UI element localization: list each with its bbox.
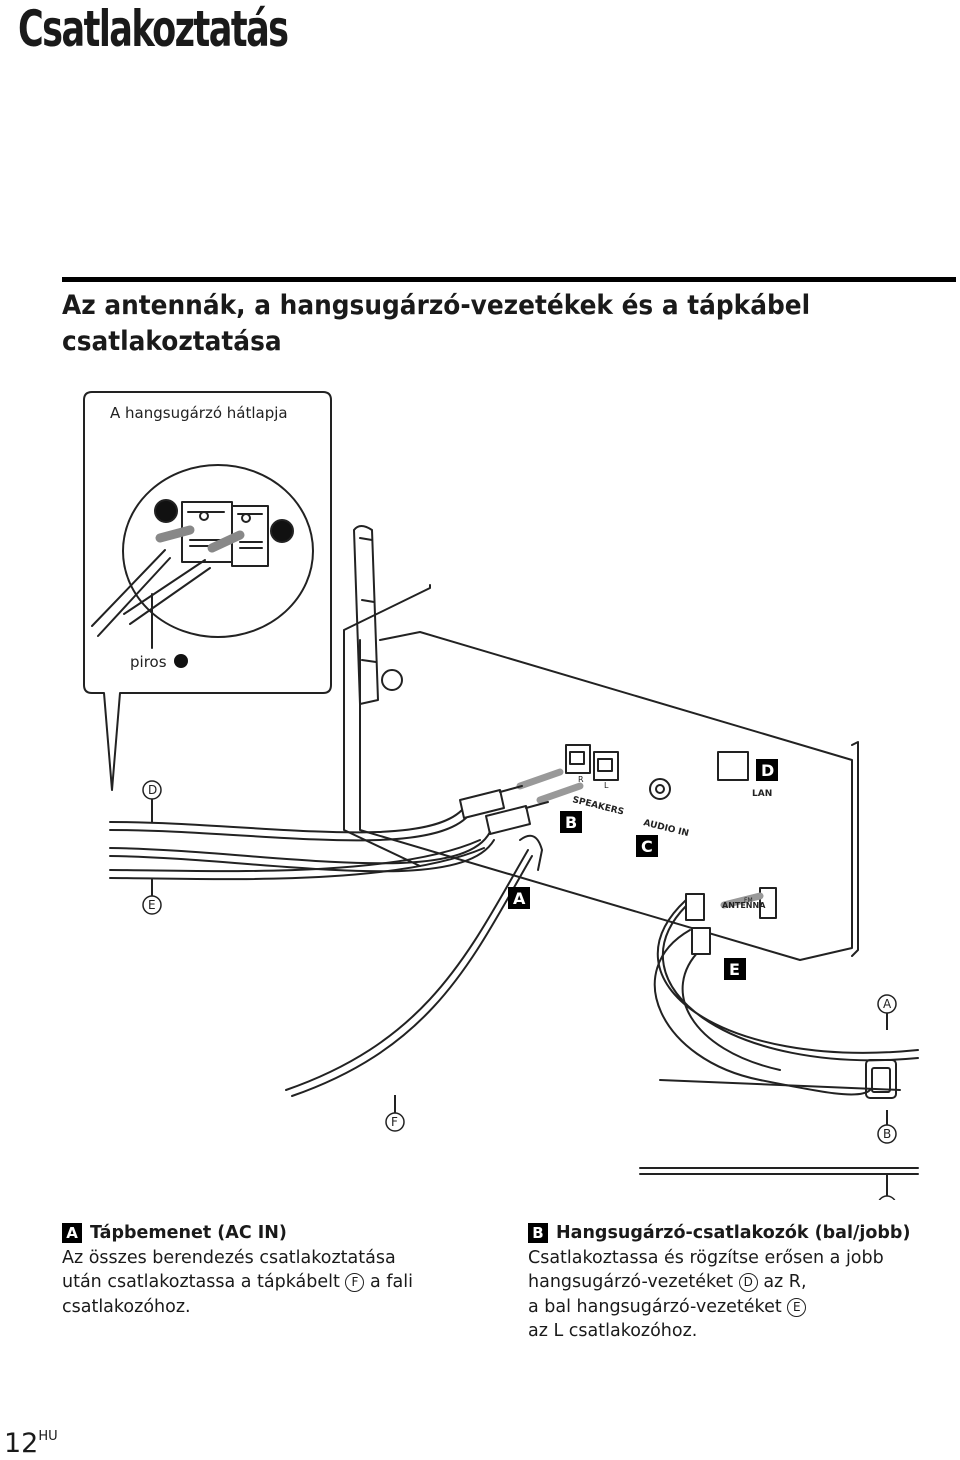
- description-b-heading: Hangsugárzó-csatlakozók (bal/jobb): [556, 1223, 911, 1243]
- power-cord: [285, 849, 533, 1097]
- ref-circle-d: D: [738, 1273, 758, 1292]
- section-rule: [62, 277, 956, 282]
- label-circle-b: B: [883, 1127, 891, 1141]
- inset-callout-box: [83, 391, 332, 791]
- description-a-line2-post: a fali: [370, 1272, 413, 1292]
- section-title-line2: csatlakoztatása: [62, 326, 282, 357]
- label-circle-e: E: [148, 898, 156, 912]
- description-b-line3: a bal hangsugárzó-vezetéket E: [528, 1295, 910, 1320]
- red-terminal-label: piros: [130, 653, 167, 671]
- description-b-line2-post: az R,: [763, 1272, 807, 1292]
- description-b: B Hangsugárzó-csatlakozók (bal/jobb) Csa…: [528, 1221, 910, 1344]
- am-loop-antenna-wire: [653, 929, 871, 1096]
- page-language: HU: [38, 1429, 58, 1444]
- panel-fm-label: FM: [744, 897, 753, 904]
- label-square-b: B: [565, 813, 577, 832]
- description-a-line3: csatlakozóhoz.: [62, 1296, 191, 1317]
- panel-r-label: R: [578, 775, 584, 784]
- badge-b: B: [528, 1223, 548, 1244]
- description-b-line2: hangsugárzó-vezetéket D az R,: [528, 1270, 910, 1295]
- label-square-c: C: [641, 837, 653, 856]
- unit-rear-panel: [343, 584, 853, 961]
- description-a: A Tápbemenet (AC IN) Az összes berendezé…: [62, 1221, 413, 1319]
- ref-circle-e: E: [787, 1297, 807, 1317]
- label-circle-c: C: [883, 1198, 891, 1200]
- label-square-d: D: [761, 761, 774, 780]
- section-title-line1: Az antennák, a hangsugárzó-vezetékek és …: [62, 290, 811, 321]
- label-square-e: E: [729, 960, 740, 979]
- plus-symbol: [174, 654, 188, 668]
- label-circle-a: A: [883, 997, 892, 1011]
- description-a-line2: után csatlakoztassa a tápkábelt F a fali: [62, 1270, 413, 1295]
- description-b-line4: az L csatlakozóhoz.: [528, 1321, 698, 1341]
- description-b-line2-pre: hangsugárzó-vezetéket: [528, 1272, 734, 1292]
- label-circle-f: F: [391, 1115, 398, 1129]
- panel-lan-label: LAN: [752, 789, 772, 799]
- ref-circle-f: F: [345, 1273, 365, 1292]
- label-square-a: A: [513, 889, 526, 908]
- label-circle-d: D: [148, 783, 157, 797]
- page-number: 12HU: [4, 1428, 58, 1459]
- description-a-heading: Tápbemenet (AC IN): [90, 1223, 287, 1243]
- inset-caption: A hangsugárzó hátlapja: [110, 404, 288, 422]
- description-b-line3-pre: a bal hangsugárzó-vezetéket: [528, 1296, 782, 1317]
- section-title: Az antennák, a hangsugárzó-vezetékek és …: [62, 288, 942, 360]
- description-a-line2-pre: után csatlakoztassa a tápkábelt: [62, 1272, 340, 1292]
- panel-antenna-label: ANTENNA: [722, 901, 766, 910]
- connection-diagram: A hangsugárzó hátlapja piros SPEAKERS R …: [83, 391, 919, 1200]
- description-a-line1: Az összes berendezés csatlakoztatása: [62, 1247, 396, 1268]
- panel-l-label: L: [604, 781, 609, 790]
- badge-a: A: [62, 1223, 82, 1244]
- fm-wire-antenna: [656, 899, 919, 1062]
- page-title: Csatlakoztatás: [18, 0, 289, 58]
- inset-terminal-closeup: [122, 464, 314, 638]
- page-number-value: 12: [4, 1428, 39, 1459]
- description-b-line1: Csatlakoztassa és rögzítse erősen a jobb: [528, 1247, 884, 1268]
